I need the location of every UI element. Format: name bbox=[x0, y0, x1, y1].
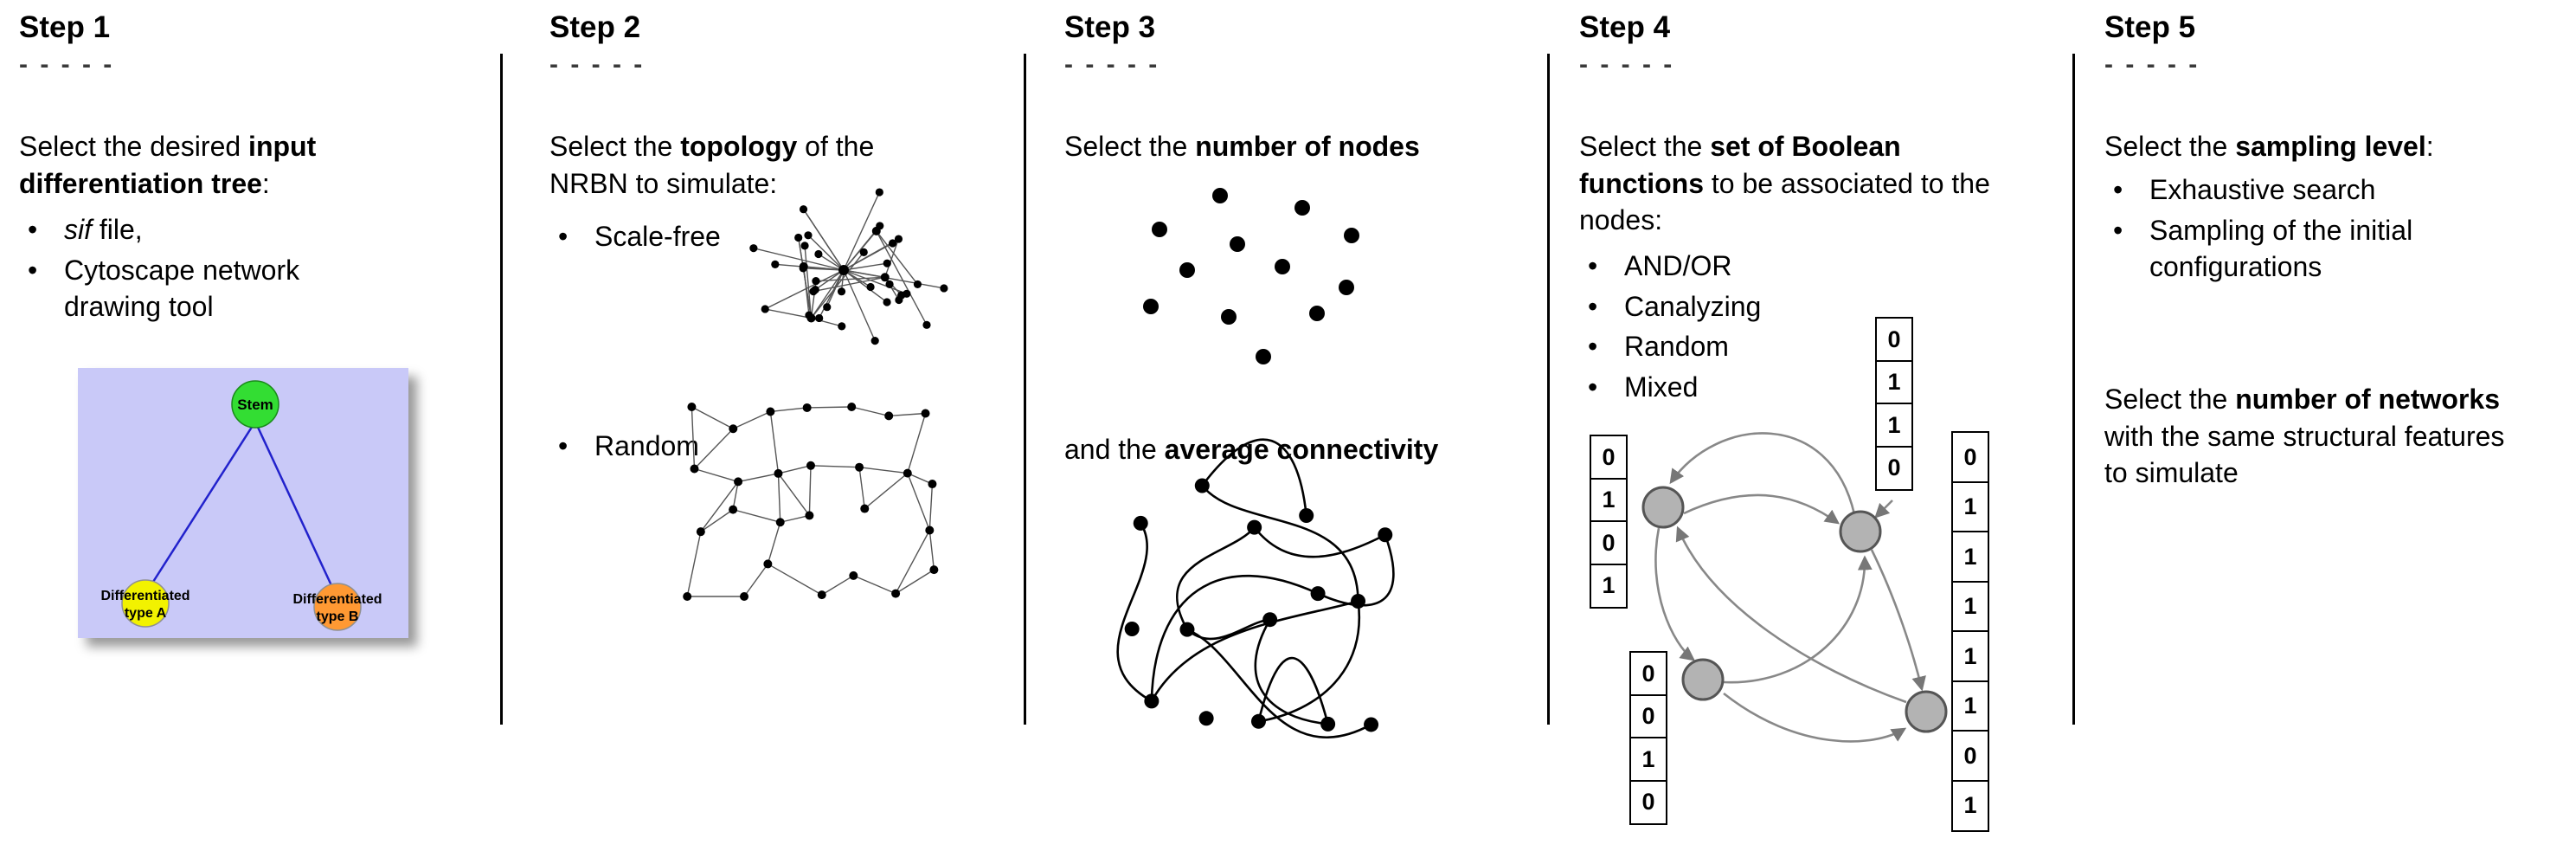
network-nodes bbox=[1641, 486, 1948, 733]
step-2-dashes: - - - - - bbox=[549, 50, 646, 79]
step-5-bullet-list: Exhaustive search Sampling of the initia… bbox=[2104, 168, 2502, 286]
type-b-label-line1: Differentiated bbox=[292, 592, 382, 607]
column-divider bbox=[500, 54, 503, 725]
step-2-bullet-scale-free: Scale-free bbox=[549, 215, 809, 255]
truth-table-cell: 1 bbox=[1951, 580, 1989, 633]
step-3-line1: Select the number of nodes bbox=[1064, 131, 1420, 162]
boolean-node bbox=[1681, 658, 1725, 701]
step-1-dashes: - - - - - bbox=[19, 50, 115, 79]
step-3-line2: and the average connectivity bbox=[1064, 434, 1439, 465]
type-b-label-line2: type B bbox=[317, 609, 359, 624]
step-2-column: Step 2 - - - - - Select the topology of … bbox=[549, 0, 1024, 851]
nodes-dots-svg bbox=[1143, 188, 1359, 364]
step-5-column: Step 5 - - - - - Select the sampling lev… bbox=[2104, 0, 2576, 851]
truth-table-cell: 0 bbox=[1875, 317, 1913, 362]
step-4-intro: Select the set of Boolean functions to b… bbox=[1579, 131, 1990, 236]
scale-free-network-svg bbox=[749, 188, 948, 345]
truth-table-cell: 1 bbox=[1590, 477, 1628, 523]
random-network-svg bbox=[683, 403, 939, 601]
truth-table-cell: 1 bbox=[1875, 403, 1913, 448]
connectivity-tangle-graphic bbox=[1115, 438, 1404, 743]
truth-table-cell: 0 bbox=[1629, 651, 1667, 696]
bullet-item: sif file, bbox=[19, 211, 374, 248]
truth-table-cell: 1 bbox=[1629, 737, 1667, 782]
step-1-intro: Select the desired input differentiation… bbox=[19, 131, 317, 199]
step-1-column: Step 1 - - - - - Select the desired inpu… bbox=[19, 0, 493, 851]
scale-free-network-graphic bbox=[736, 164, 956, 379]
step-2-bullet-random: Random bbox=[549, 424, 809, 465]
column-divider bbox=[1024, 54, 1026, 725]
connectivity-tangle-svg bbox=[1116, 438, 1395, 738]
boolean-network-svg bbox=[1641, 432, 1948, 743]
step-4-dashes: - - - - - bbox=[1579, 50, 1675, 79]
truth-table-cell: 1 bbox=[1951, 480, 1989, 533]
truth-table-right: 0 1 1 1 1 1 0 1 bbox=[1951, 431, 1989, 832]
step-4-bullet-list: AND/OR Canalyzing Random Mixed bbox=[1579, 244, 1865, 405]
tree-edge bbox=[254, 421, 337, 596]
boolean-node bbox=[1839, 510, 1882, 553]
type-a-label-line1: Differentiated bbox=[100, 589, 190, 603]
bullet-item: Random bbox=[549, 428, 809, 465]
bullet-item: Canalyzing bbox=[1579, 288, 1865, 326]
step-2-intro: Select the topology of the NRBN to simul… bbox=[549, 131, 875, 199]
tree-edge bbox=[145, 421, 257, 592]
bullet-item: Mixed bbox=[1579, 369, 1865, 406]
node-dots bbox=[1143, 188, 1359, 364]
truth-table-cell: 0 bbox=[1875, 445, 1913, 491]
column-divider bbox=[1547, 54, 1550, 725]
network-arrows bbox=[1654, 432, 1926, 743]
truth-table-cell: 0 bbox=[1951, 431, 1989, 483]
bullet-item: Random bbox=[1579, 328, 1865, 365]
type-a-label-line2: type A bbox=[125, 606, 167, 621]
stem-node bbox=[231, 380, 279, 429]
step-2-title: Step 2 bbox=[549, 10, 641, 44]
bullet-item: Cytoscape network drawing tool bbox=[19, 252, 374, 326]
boolean-node bbox=[1641, 486, 1685, 529]
truth-table-cell: 1 bbox=[1590, 563, 1628, 609]
truth-table-cell: 1 bbox=[1875, 359, 1913, 405]
truth-table-cell: 0 bbox=[1629, 779, 1667, 825]
truth-table-left: 0 1 0 1 bbox=[1590, 435, 1628, 609]
column-divider bbox=[2072, 54, 2075, 725]
nodes-dots-graphic bbox=[1134, 182, 1367, 394]
truth-table-cell: 1 bbox=[1951, 531, 1989, 583]
step-3-dashes: - - - - - bbox=[1064, 50, 1160, 79]
bullet-item: Sampling of the initial configurations bbox=[2104, 212, 2502, 286]
step-3-column: Step 3 - - - - - Select the number of no… bbox=[1064, 0, 1549, 851]
differentiation-tree-svg: Stem Differentiated type A Differentiate… bbox=[78, 368, 408, 638]
truth-table-bottom: 0 0 1 0 bbox=[1629, 651, 1667, 825]
type-a-node bbox=[121, 579, 170, 628]
truth-table-cell: 0 bbox=[1590, 435, 1628, 480]
random-network-graphic bbox=[679, 400, 952, 603]
type-b-node bbox=[313, 583, 362, 631]
step-1-title: Step 1 bbox=[19, 10, 111, 44]
truth-table-top: 0 1 1 0 bbox=[1875, 317, 1913, 491]
bullet-item: AND/OR bbox=[1579, 248, 1865, 285]
step-5-title: Step 5 bbox=[2104, 10, 2196, 44]
bullet-item: Scale-free bbox=[549, 218, 809, 255]
step-5-intro: Select the sampling level: bbox=[2104, 131, 2434, 162]
step-5-networks-text: Select the number of networks with the s… bbox=[2104, 384, 2505, 489]
truth-table-cell: 0 bbox=[1951, 730, 1989, 782]
bullet-item: Exhaustive search bbox=[2104, 171, 2502, 209]
stem-label: Stem bbox=[237, 396, 273, 413]
step-1-bullet-list: sif file, Cytoscape network drawing tool bbox=[19, 208, 374, 326]
boolean-node bbox=[1905, 690, 1948, 733]
step-5-dashes: - - - - - bbox=[2104, 50, 2200, 79]
step-4-column: Step 4 - - - - - Select the set of Boole… bbox=[1579, 0, 2077, 851]
truth-table-cell: 1 bbox=[1951, 680, 1989, 732]
truth-table-cell: 0 bbox=[1590, 520, 1628, 565]
truth-table-cell: 1 bbox=[1951, 630, 1989, 682]
boolean-network-figure: 0 1 1 0 0 1 0 1 0 0 1 0 0 1 1 1 1 1 0 1 bbox=[1579, 305, 2077, 850]
truth-table-cell: 1 bbox=[1951, 779, 1989, 832]
differentiation-tree-graphic: Stem Differentiated type A Differentiate… bbox=[78, 368, 408, 638]
truth-table-cell: 0 bbox=[1629, 693, 1667, 739]
step-4-title: Step 4 bbox=[1579, 10, 1671, 44]
step-3-title: Step 3 bbox=[1064, 10, 1156, 44]
